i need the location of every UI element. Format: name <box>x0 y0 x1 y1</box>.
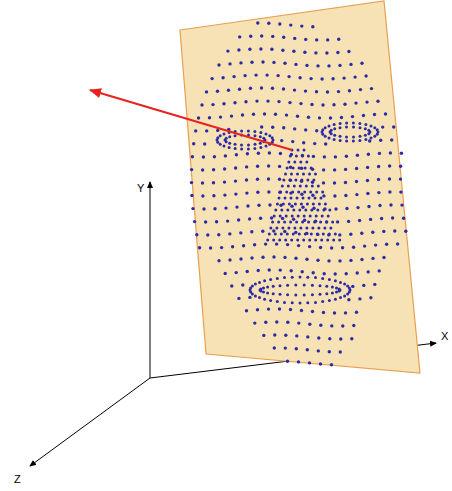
axis-label: X <box>441 331 448 342</box>
fitted-plane <box>180 1 420 373</box>
normal-vector <box>90 90 292 150</box>
z-axis <box>30 378 150 466</box>
axis-label: Y <box>137 183 144 194</box>
face-point-cloud <box>190 21 408 366</box>
y-axis <box>150 182 151 378</box>
axis-label: Z <box>14 474 21 485</box>
